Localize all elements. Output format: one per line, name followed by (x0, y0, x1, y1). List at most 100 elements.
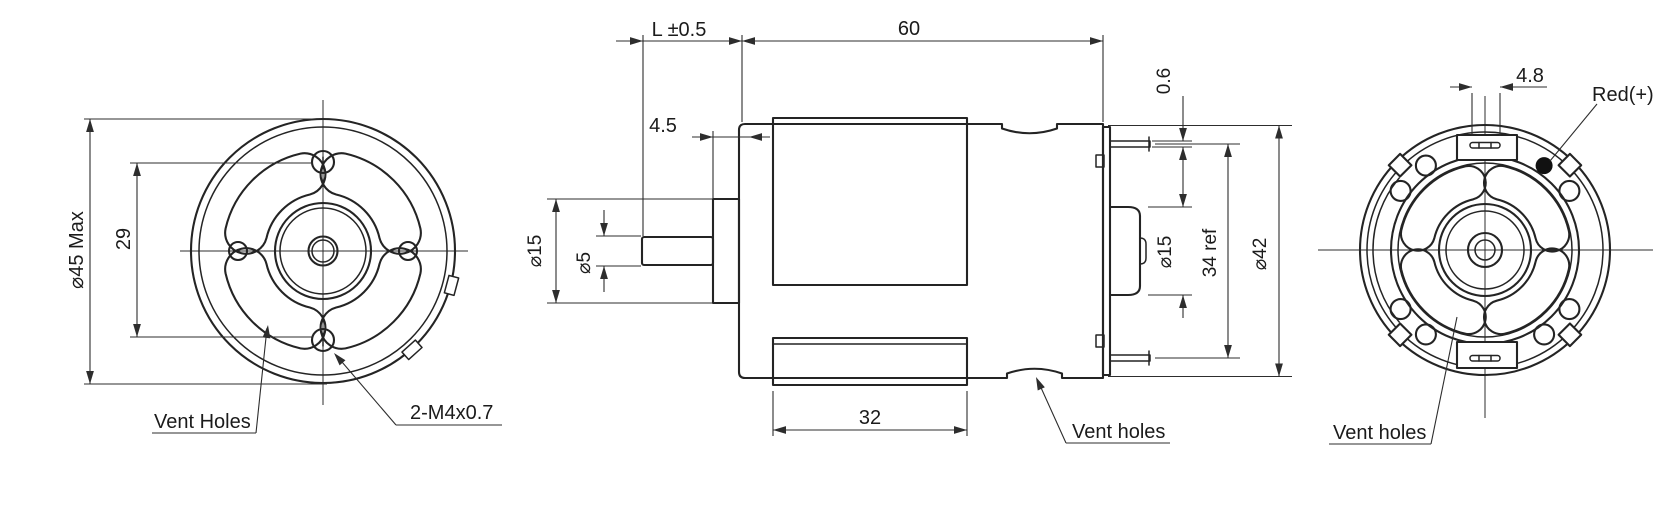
rear-crimp-tab (1387, 322, 1413, 348)
dimension-label: 4.8 (1516, 65, 1544, 87)
side-rear-boss-tip (1139, 237, 1147, 265)
front-side-hole (397, 240, 419, 262)
side-front-boss (711, 197, 741, 305)
positive-terminal-dot (1535, 157, 1553, 175)
front-shaft-circle (307, 235, 339, 267)
rear-view: 4.8 Red(+) Vent holes (1318, 65, 1654, 445)
side-end-bell (737, 122, 750, 380)
front-vent-slot (319, 247, 422, 350)
dimension-arrow (773, 426, 786, 434)
dimension-label: ⌀42 (1250, 238, 1271, 271)
front-vent-slot (319, 152, 422, 255)
rear-crimp-tab (1387, 152, 1413, 178)
rear-crimp-tab (1557, 152, 1583, 178)
rear-vent-slot (1483, 247, 1571, 336)
dimension-arrow (749, 133, 762, 141)
leader-line (1037, 380, 1067, 444)
side-crimp-clip (1095, 154, 1105, 168)
rear-shaft-end-circle (1474, 239, 1496, 261)
dimension-label: 4.5 (649, 115, 677, 137)
side-end-cap (1101, 125, 1112, 377)
leader-arrow (1032, 375, 1045, 391)
side-shaft (640, 235, 715, 267)
dimension-arrow (1224, 345, 1232, 358)
side-terminal-pin (1109, 140, 1151, 148)
dimension-label: L ±0.5 (652, 19, 707, 41)
rear-cap-hole (1414, 323, 1437, 346)
dimension-label: 32 (859, 407, 881, 429)
dimension-arrow (552, 199, 560, 212)
front-view: ⌀45 Max 29 Vent Holes 2-M4x0.7 (66, 100, 502, 434)
front-boss-circle (273, 201, 373, 301)
leader-line (255, 327, 268, 434)
side-rear-boss (1108, 205, 1142, 297)
rear-vent-slot (1483, 164, 1571, 253)
front-rim-tab (443, 274, 460, 297)
dimension-label: ⌀5 (574, 252, 595, 274)
dimension-arrow (86, 371, 94, 384)
rear-crimp-lip-arc (1372, 177, 1400, 323)
front-vent-slot (224, 152, 327, 255)
dimension-arrow (1275, 363, 1283, 377)
callout-label: 2-M4x0.7 (410, 402, 493, 424)
front-screw-hole (310, 327, 336, 353)
rear-terminal-slot (1469, 141, 1501, 149)
front-shaft-inner-circle (311, 239, 335, 263)
rear-cap-hole (1533, 323, 1556, 346)
rear-terminal-slot (1469, 354, 1501, 362)
rear-cap-hole (1558, 179, 1581, 202)
dimension-arrow (1179, 295, 1187, 308)
rear-boss-circle (1437, 202, 1533, 298)
dimension-label: ⌀15 (525, 235, 546, 268)
rear-cap-hole (1389, 179, 1412, 202)
rear-cap-hole (1389, 298, 1412, 321)
dimension-label: 34 ref (1200, 228, 1221, 277)
rear-crimp-tab (1557, 322, 1583, 348)
front-inner-rim-circle (198, 126, 448, 376)
dimension-arrow (729, 37, 742, 45)
dimension-arrow (1179, 147, 1187, 160)
leader-line (335, 354, 397, 426)
dimension-arrow (86, 119, 94, 132)
front-side-hole (227, 240, 249, 262)
dimension-arrow (133, 163, 141, 176)
dimension-arrow (1090, 37, 1103, 45)
dimension-label: ⌀45 Max (66, 211, 88, 289)
dimension-label: 0.6 (1154, 68, 1175, 94)
front-boss-inner-circle (279, 207, 367, 295)
dimension-arrow (133, 324, 141, 337)
callout-label: Vent holes (1333, 422, 1426, 444)
rear-outer-circle (1358, 123, 1612, 377)
dimension-label: 29 (113, 228, 135, 250)
rear-cap-inner-circle (1397, 162, 1573, 338)
leader-line (1430, 316, 1458, 445)
rear-cap-hole (1414, 154, 1437, 177)
dimension-arrow (742, 37, 755, 45)
rear-boss-inner-circle (1445, 210, 1525, 290)
dimension-label: ⌀15 (1155, 236, 1176, 269)
callout-label: Vent holes (1072, 421, 1165, 443)
dimension-arrow (700, 133, 713, 141)
dimension-arrow (1179, 194, 1187, 207)
side-lower-band (771, 336, 969, 387)
side-body-band (771, 116, 969, 287)
leader-line (1549, 103, 1598, 162)
side-terminal-pin (1109, 354, 1151, 362)
dimension-arrow (1179, 128, 1187, 141)
dimension-arrow (630, 37, 643, 45)
rear-vent-slot (1399, 248, 1487, 336)
callout-label: Vent Holes (154, 411, 251, 433)
dimension-arrow (954, 426, 967, 434)
dimension-label: 60 (898, 18, 920, 40)
side-motor-can (746, 122, 1105, 380)
dimension-arrow (1224, 144, 1232, 157)
side-view: L ±0.5 60 4.5 ⌀15 ⌀5 32 (525, 18, 1292, 444)
front-screw-hole (310, 149, 336, 175)
dimension-arrow (1500, 83, 1513, 91)
dimension-arrow (1275, 125, 1283, 139)
rear-cap-hole (1558, 298, 1581, 321)
dimension-arrow (552, 290, 560, 303)
rear-bearing-circle (1466, 231, 1504, 269)
